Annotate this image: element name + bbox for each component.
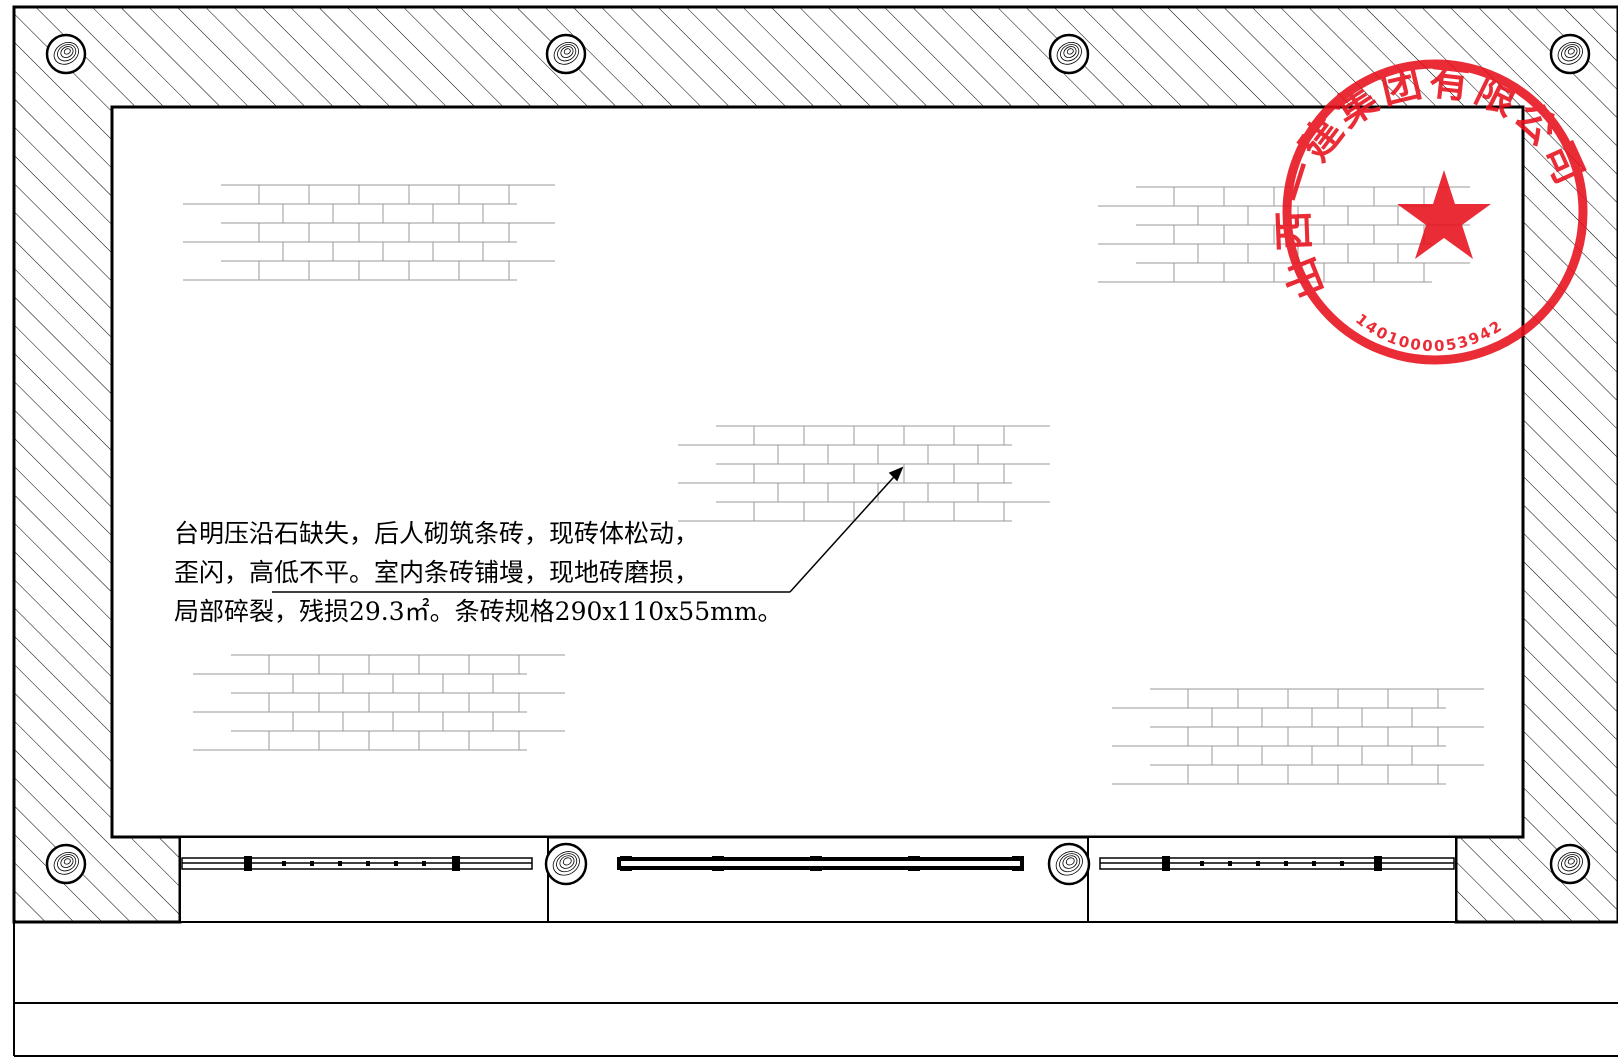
annotation-line-2: 歪闪，高低不平。室内条砖铺墁，现地砖磨损， bbox=[174, 558, 699, 587]
column bbox=[544, 842, 588, 886]
column bbox=[1048, 33, 1090, 75]
brick-patch bbox=[1098, 186, 1470, 283]
columns bbox=[45, 33, 1591, 886]
window-frames bbox=[181, 857, 1455, 870]
brick-patch bbox=[193, 654, 565, 751]
column bbox=[1549, 843, 1591, 885]
column bbox=[545, 33, 587, 75]
column bbox=[1047, 842, 1091, 886]
door-threshold bbox=[617, 857, 1024, 870]
platform-edge bbox=[13, 921, 1618, 1057]
sill-boxes bbox=[179, 836, 1457, 923]
annotation-line-3: 局部碎裂，残损29.3㎡。条砖规格290x110x55mm。 bbox=[174, 597, 783, 626]
brick-patch bbox=[183, 184, 555, 281]
column bbox=[45, 33, 87, 75]
annotation-line-1: 台明压沿石缺失，后人砌筑条砖，现砖体松动， bbox=[174, 519, 699, 548]
brick-patch bbox=[1112, 688, 1484, 785]
star-icon bbox=[1397, 170, 1491, 259]
brick-patches bbox=[183, 184, 1484, 785]
brick-patch bbox=[678, 425, 1050, 522]
annotation-text: 台明压沿石缺失，后人砌筑条砖，现砖体松动， 歪闪，高低不平。室内条砖铺墁，现地砖… bbox=[174, 519, 783, 626]
column bbox=[1549, 33, 1591, 75]
column bbox=[45, 843, 87, 885]
leader-line bbox=[272, 466, 904, 593]
